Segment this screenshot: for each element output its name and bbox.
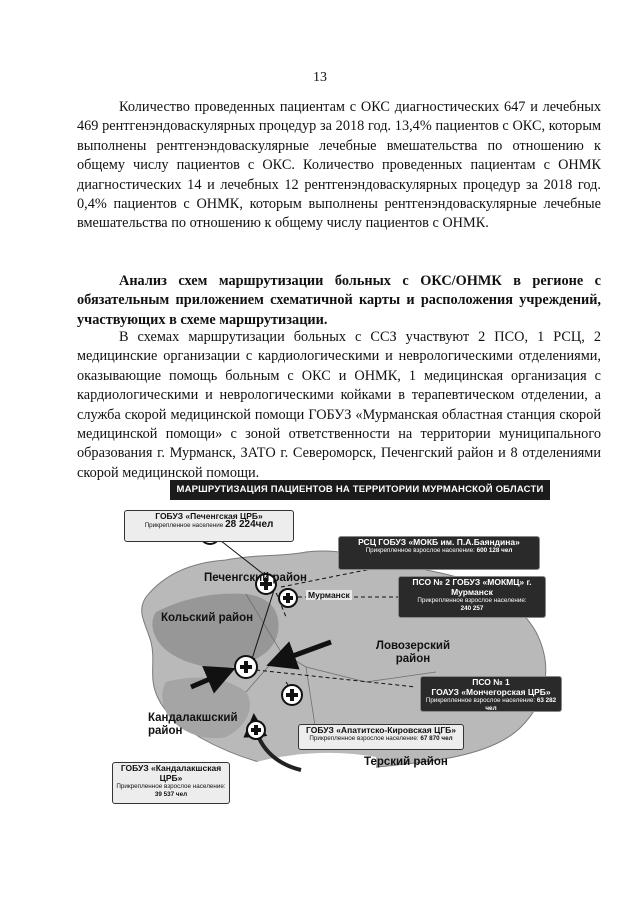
region-tersky: Терский район xyxy=(364,756,448,768)
paragraph-pci-stats: Количество проведенных пациентам с ОКС д… xyxy=(77,99,601,232)
institution-name-line2: Мурманск xyxy=(451,587,493,597)
institution-name-line1: ПСО № 1 xyxy=(472,677,510,687)
attach-count: 63 282 чел xyxy=(485,697,557,712)
hospital-marker xyxy=(278,588,298,608)
institution-name: ГОБУЗ «Апатитско-Кировская ЦГБ» xyxy=(306,725,456,735)
institution-name-line1: ПСО № 2 ГОБУЗ «МОКМЦ» г. xyxy=(412,577,532,587)
attach-label: Прикрепленное взрослое население: xyxy=(309,735,419,742)
attach-count: 67 870 чел xyxy=(420,735,453,742)
region-lovozero: Ловозерский район xyxy=(375,640,451,665)
attach-label: Прикрепленное население xyxy=(144,522,224,529)
attach-count: 28 224чел xyxy=(225,519,274,530)
paragraph-routing: В схемах маршрутизации больных с ССЗ уча… xyxy=(77,329,601,481)
region-kola: Кольский район xyxy=(161,612,254,624)
attach-label: Прикрепленное взрослое население: xyxy=(116,783,226,790)
arrow-west xyxy=(190,665,236,694)
section-heading: Анализ схем маршрутизации больных с ОКС/… xyxy=(77,273,601,328)
institution-rsc: РСЦ ГОБУЗ «МОКБ им. П.А.Баяндина» Прикре… xyxy=(338,536,540,570)
map-header: МАРШРУТИЗАЦИЯ ПАЦИЕНТОВ НА ТЕРРИТОРИИ МУ… xyxy=(170,480,550,500)
page-number: 13 xyxy=(313,70,327,85)
kola-region-shape xyxy=(152,593,279,668)
institution-apatity: ГОБУЗ «Апатитско-Кировская ЦГБ» Прикрепл… xyxy=(298,724,464,750)
city-label-murmansk: Мурманск xyxy=(306,590,352,600)
institution-name-line2: ГОАУЗ «Мончегорская ЦРБ» xyxy=(431,687,551,697)
white-sea xyxy=(256,752,376,808)
institution-kandalaksha: ГОБУЗ «Кандалакшская ЦРБ» Прикрепленное … xyxy=(112,762,230,804)
hospital-marker xyxy=(255,573,277,595)
institution-name: РСЦ ГОБУЗ «МОКБ им. П.А.Баяндина» xyxy=(358,537,520,547)
attach-label: Прикрепленное взрослое население: xyxy=(365,547,475,554)
region-kandalaksha: Кандалакшский район xyxy=(148,712,238,737)
attach-label: Прикрепленное взрослое население: xyxy=(425,697,536,704)
attach-count: 39 537 чел xyxy=(154,791,188,798)
institution-pechenga: ГОБУЗ «Печенгская ЦРБ» Прикрепленное нас… xyxy=(124,510,294,542)
institution-pso2: ПСО № 2 ГОБУЗ «МОКМЦ» г. Мурманск Прикре… xyxy=(398,576,546,618)
attach-count: 240 257 xyxy=(460,605,484,612)
attach-label: Прикрепленное взрослое население: xyxy=(417,597,527,604)
institution-name: ГОБУЗ «Печенгская ЦРБ» xyxy=(155,511,263,521)
hospital-marker xyxy=(234,655,258,679)
region-pechenga: Печенгский район xyxy=(204,572,307,584)
arrow-east xyxy=(266,639,332,670)
institution-name: ГОБУЗ «Кандалакшская ЦРБ» xyxy=(120,763,222,783)
institution-pso1: ПСО № 1 ГОАУЗ «Мончегорская ЦРБ» Прикреп… xyxy=(420,676,562,712)
hospital-marker xyxy=(281,684,303,706)
routing-map: МАРШРУТИЗАЦИЯ ПАЦИЕНТОВ НА ТЕРРИТОРИИ МУ… xyxy=(106,480,562,808)
hospital-marker xyxy=(246,720,266,740)
attach-count: 600 128 чел xyxy=(476,547,513,554)
